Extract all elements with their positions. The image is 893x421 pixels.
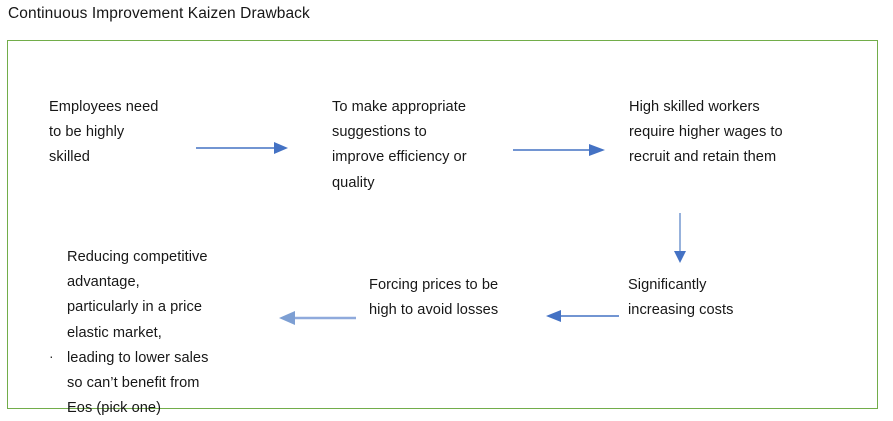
diagram-node-high-skilled-workers-require-higher-wages: High skilled workers require higher wage… — [629, 99, 783, 166]
arrow-down-icon-wages-to-costs — [674, 213, 686, 263]
diagram-node-make-appropriate-suggestions: To make appropriate suggestions to impro… — [332, 99, 467, 191]
arrow-left-icon-costs-to-prices — [546, 310, 619, 322]
diagram-node-employees-need-to-be-highly-skilled: Employees need to be highly skilled — [49, 99, 159, 166]
page-title: Continuous Improvement Kaizen Drawback — [8, 5, 310, 22]
diagram-node-significantly-increasing-costs: Significantly increasing costs — [628, 277, 734, 319]
arrow-right-icon-suggestions-to-wages — [513, 144, 605, 156]
diagram-frame: Employees need to be highly skilled To m… — [7, 40, 878, 416]
arrow-left-icon-prices-to-reducing — [279, 311, 356, 325]
bullet-marker-icon: · — [49, 348, 54, 364]
diagram-node-reducing-competitive-advantage: Reducing competitive advantage, particul… — [67, 249, 209, 417]
diagram-node-forcing-prices-high-to-avoid-losses: Forcing prices to be high to avoid losse… — [369, 277, 499, 319]
arrow-right-icon-skilled-to-suggestions — [196, 142, 288, 154]
